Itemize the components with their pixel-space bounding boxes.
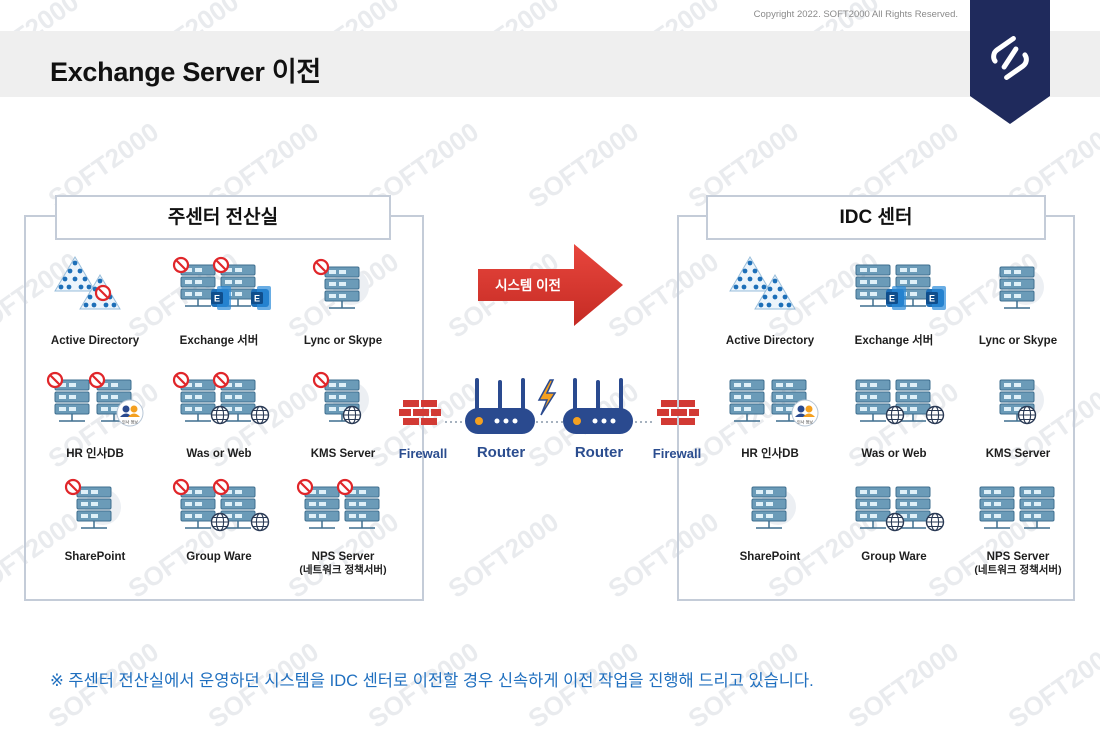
- page-title: Exchange Server 이전: [50, 57, 321, 87]
- system-item-lync-or-skype: Lync or Skype: [283, 255, 403, 365]
- system-item-group-ware: Group Ware: [834, 475, 954, 585]
- server-pair-icon: [296, 478, 380, 529]
- system-label: KMS Server: [985, 448, 1051, 460]
- brand-logo-ribbon: [970, 0, 1050, 124]
- system-label: HR 인사DB: [66, 448, 124, 460]
- system-item-sharepoint: SharePoint: [710, 475, 830, 585]
- svg-text:인사 정보: 인사 정보: [122, 419, 138, 425]
- directory-tree-icon: [729, 256, 796, 310]
- watermark-text: SOFT2000: [442, 506, 564, 604]
- system-item-hr-인사db: 인사 정보 HR 인사DB: [35, 368, 155, 478]
- system-label: Was or Web: [186, 448, 252, 460]
- migration-arrow-label: 시스템 이전: [495, 278, 561, 293]
- system-item-was-or-web: Was or Web: [834, 368, 954, 478]
- system-item-exchange-서버: E E Exchange 서버: [159, 255, 279, 365]
- soft2000-logo-icon: [991, 36, 1029, 80]
- svg-text:E: E: [214, 294, 220, 304]
- system-label: HR 인사DB: [741, 448, 799, 460]
- server-hr-icon: 인사 정보: [729, 379, 819, 427]
- server-icon: [64, 478, 121, 529]
- system-label: Lync or Skype: [303, 335, 383, 347]
- system-label: Was or Web: [861, 448, 927, 460]
- server-icon: [999, 266, 1044, 309]
- title-band: [0, 31, 1100, 97]
- firewall-label-left: Firewall: [398, 446, 448, 461]
- router-icon-right: [563, 378, 633, 434]
- svg-text:E: E: [254, 294, 260, 304]
- lightning-icon: [537, 379, 557, 416]
- watermark-text: SOFT2000: [1002, 636, 1100, 734]
- target-site-title: IDC 센터: [706, 195, 1046, 240]
- directory-tree-icon: [54, 256, 121, 310]
- network-diagram: [399, 378, 699, 434]
- system-item-group-ware: Group Ware: [159, 475, 279, 585]
- router-label-right: Router: [574, 444, 624, 461]
- server-exchange-icon: E E: [855, 264, 946, 310]
- system-label: Exchange 서버: [179, 335, 259, 347]
- migration-arrow: [478, 244, 623, 326]
- server-pair-icon: [979, 486, 1055, 529]
- server-web-icon: [172, 478, 270, 532]
- system-label: NPS Server: [311, 551, 375, 563]
- system-item-nps-server: NPS Server(네트워크 정책서버): [958, 475, 1078, 585]
- system-label: NPS Server: [986, 551, 1050, 563]
- system-item-lync-or-skype: Lync or Skype: [958, 255, 1078, 365]
- firewall-label-right: Firewall: [652, 446, 702, 461]
- server-web-icon: [855, 486, 945, 532]
- watermark-text: SOFT2000: [842, 636, 964, 734]
- server-web-icon: [999, 379, 1044, 425]
- system-label: Lync or Skype: [978, 335, 1058, 347]
- server-exchange-icon: E E: [172, 256, 271, 310]
- router-label-left: Router: [476, 444, 526, 461]
- system-item-hr-인사db: 인사 정보 HR 인사DB: [710, 368, 830, 478]
- system-label: SharePoint: [739, 551, 801, 563]
- system-label: Group Ware: [186, 551, 252, 563]
- server-icon: [751, 486, 796, 529]
- system-sublabel: (네트워크 정책서버): [299, 564, 387, 576]
- router-icon-left: [465, 378, 535, 434]
- footnote: ※ 주센터 전산실에서 운영하던 시스템을 IDC 센터로 이전할 경우 신속하…: [50, 672, 814, 690]
- server-hr-icon: 인사 정보: [46, 371, 144, 427]
- system-item-nps-server: NPS Server(네트워크 정책서버): [283, 475, 403, 585]
- system-item-was-or-web: Was or Web: [159, 368, 279, 478]
- server-web-icon: [855, 379, 945, 425]
- system-sublabel: (네트워크 정책서버): [974, 564, 1062, 576]
- server-icon: [312, 258, 369, 309]
- svg-text:인사 정보: 인사 정보: [797, 419, 813, 425]
- system-item-kms-server: KMS Server: [283, 368, 403, 478]
- system-item-sharepoint: SharePoint: [35, 475, 155, 585]
- system-label: Exchange 서버: [854, 335, 934, 347]
- system-label: Active Directory: [50, 335, 140, 347]
- server-web-icon: [312, 371, 369, 425]
- system-label: Group Ware: [861, 551, 927, 563]
- system-item-kms-server: KMS Server: [958, 368, 1078, 478]
- system-label: Active Directory: [725, 335, 815, 347]
- system-item-active-directory: Active Directory: [35, 255, 155, 365]
- firewall-icon-left: [399, 400, 441, 425]
- svg-text:E: E: [929, 294, 935, 304]
- watermark-text: SOFT2000: [522, 116, 644, 214]
- source-site-title: 주센터 전산실: [55, 195, 391, 240]
- firewall-icon-right: [657, 400, 699, 425]
- server-web-icon: [172, 371, 270, 425]
- system-item-active-directory: Active Directory: [710, 255, 830, 365]
- system-label: KMS Server: [310, 448, 376, 460]
- system-item-exchange-서버: E E Exchange 서버: [834, 255, 954, 365]
- svg-text:E: E: [889, 294, 895, 304]
- system-label: SharePoint: [64, 551, 126, 563]
- copyright-text: Copyright 2022. SOFT2000 All Rights Rese…: [753, 9, 958, 20]
